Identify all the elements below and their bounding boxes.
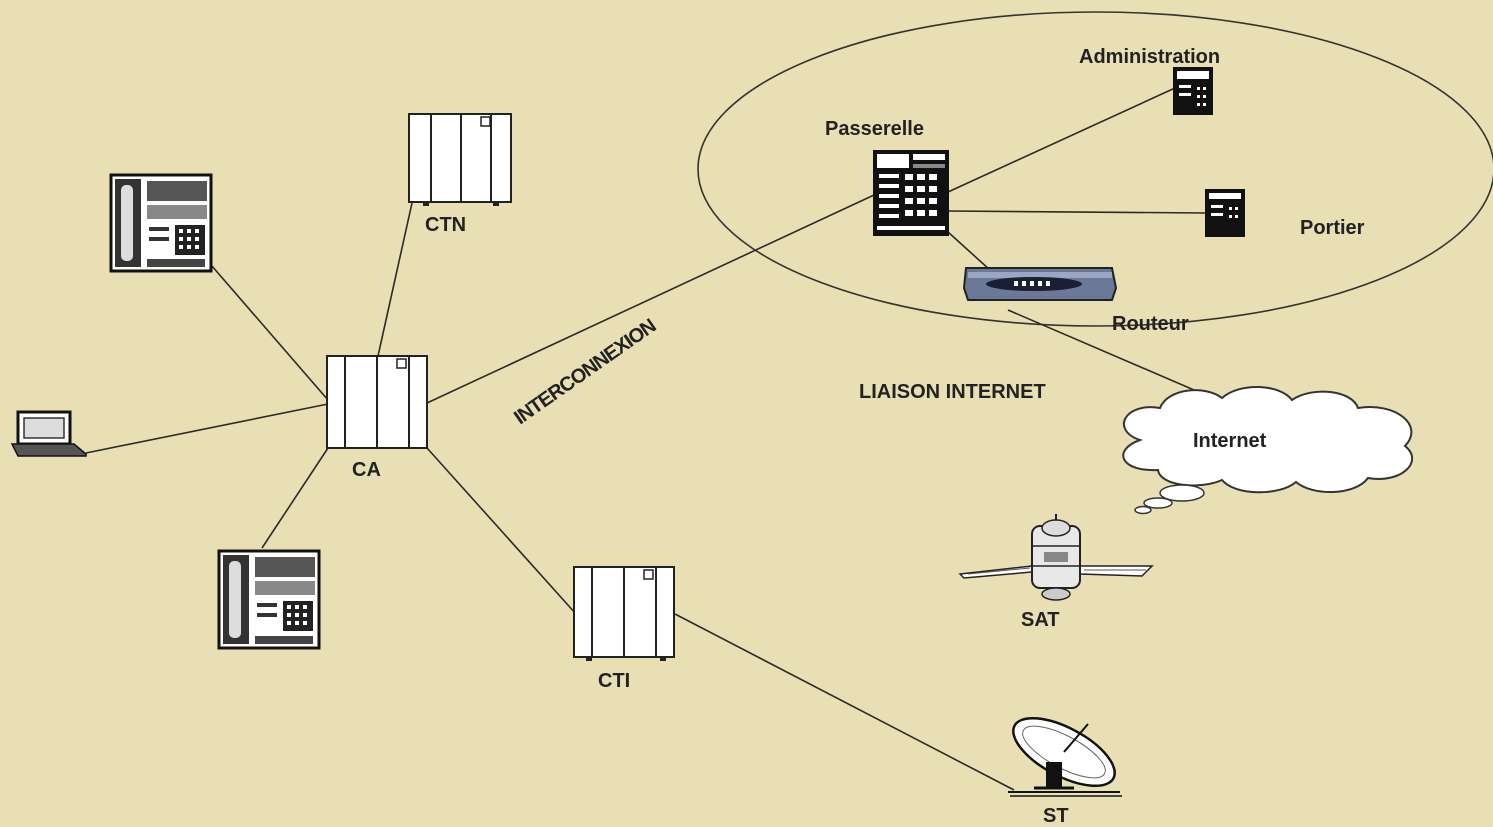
server-icon: [1205, 189, 1245, 237]
link-phone2-ca: [261, 447, 329, 549]
sat-label: SAT: [1021, 609, 1060, 631]
switch-cabinet-icon: [326, 355, 428, 449]
cti-label: CTI: [598, 670, 630, 692]
telephone-icon: [217, 549, 321, 650]
ca-label: CA: [352, 459, 381, 481]
cloud-icon: [1122, 386, 1413, 515]
st-label: ST: [1043, 805, 1069, 827]
satellite-dish-icon: [1008, 716, 1122, 797]
portier-label: Portier: [1300, 217, 1365, 239]
link-passerelle-admin: [947, 87, 1176, 193]
liaison-internet-label: LIAISON INTERNET: [859, 381, 1046, 403]
link-ca-passerelle: [426, 194, 875, 404]
satellite-icon: [958, 514, 1154, 601]
switch-cabinet-icon: [573, 566, 675, 661]
passerelle-label: Passerelle: [825, 118, 924, 140]
internet-label: Internet: [1193, 430, 1267, 452]
connections: [85, 87, 1223, 791]
link-phone1-ca: [204, 257, 329, 401]
link-cti-st: [674, 613, 1015, 791]
gateway-icon: [873, 150, 949, 236]
link-laptop-ca: [85, 403, 329, 454]
link-ctn-ca: [377, 202, 413, 357]
link-routeur-internet: [1007, 309, 1223, 403]
laptop-icon: [10, 410, 87, 457]
link-passerelle-portier: [947, 210, 1207, 214]
link-ca-cti: [426, 447, 577, 615]
server-icon: [1173, 67, 1213, 115]
interconnexion-label: INTERCONNEXION: [510, 315, 660, 429]
routeur-label: Routeur: [1112, 313, 1189, 335]
router-icon: [962, 267, 1118, 301]
administration-label: Administration: [1079, 46, 1220, 68]
link-passerelle-routeur: [947, 231, 991, 271]
switch-cabinet-icon: [408, 113, 512, 206]
lan-ellipse: [697, 11, 1493, 327]
telephone-icon: [109, 173, 213, 273]
ctn-label: CTN: [425, 214, 466, 236]
